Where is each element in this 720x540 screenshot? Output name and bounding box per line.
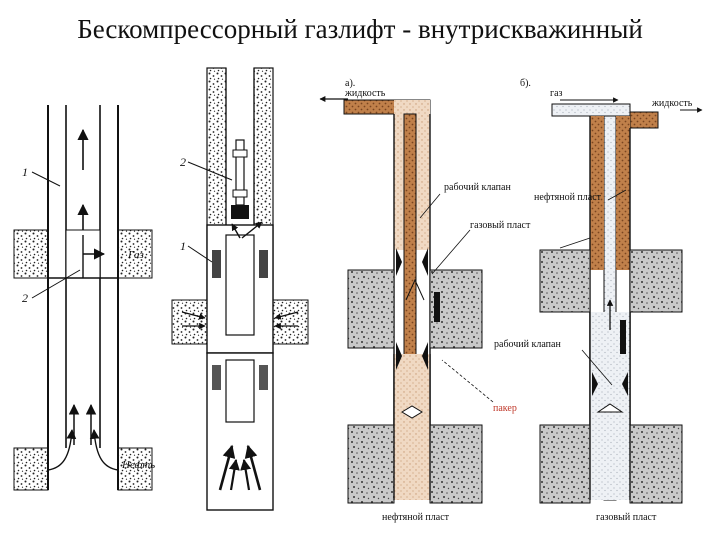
fig3b-gas-layer-label: газовый пласт xyxy=(596,512,657,523)
figure-3b: б). газ жидкость xyxy=(494,78,703,523)
figure-2: 2 1 xyxy=(171,67,309,511)
fig3a-packer-label: пакер xyxy=(493,403,517,414)
fig3a-gas-layer-label: газовый пласт xyxy=(470,220,531,231)
fig3b-work-valve-label: рабочий клапан xyxy=(494,339,561,350)
fig1-label-1: 1 xyxy=(22,165,28,179)
fig3a-work-valve-label: рабочий клапан xyxy=(444,182,511,193)
fig3a-liquid-label: жидкость xyxy=(344,88,386,99)
fig3a-tag: а). xyxy=(345,78,355,89)
fig1-gas-label: Газ xyxy=(127,249,144,261)
fig1-label-2: 2 xyxy=(22,291,28,305)
figure-3a: а). жидкость рабочий клапан газовый xyxy=(319,78,531,523)
fig1-oil-label: Нефть xyxy=(121,459,155,471)
fig3b-gas-label: газ xyxy=(550,88,563,99)
fig2-label-1: 1 xyxy=(180,239,186,253)
fig3b-tag: б). xyxy=(520,78,531,89)
fig3a-oil-layer-label: нефтяной пласт xyxy=(382,512,450,523)
fig2-label-2: 2 xyxy=(180,155,186,169)
slide-title: Бескомпрессорный газлифт - внутрискважин… xyxy=(77,14,643,44)
figure-1: 1 2 Газ Нефть xyxy=(13,105,155,491)
fig3b-liquid-label: жидкость xyxy=(651,98,693,109)
fig3b-oil-layer-label: нефтяной пласт xyxy=(534,192,602,203)
